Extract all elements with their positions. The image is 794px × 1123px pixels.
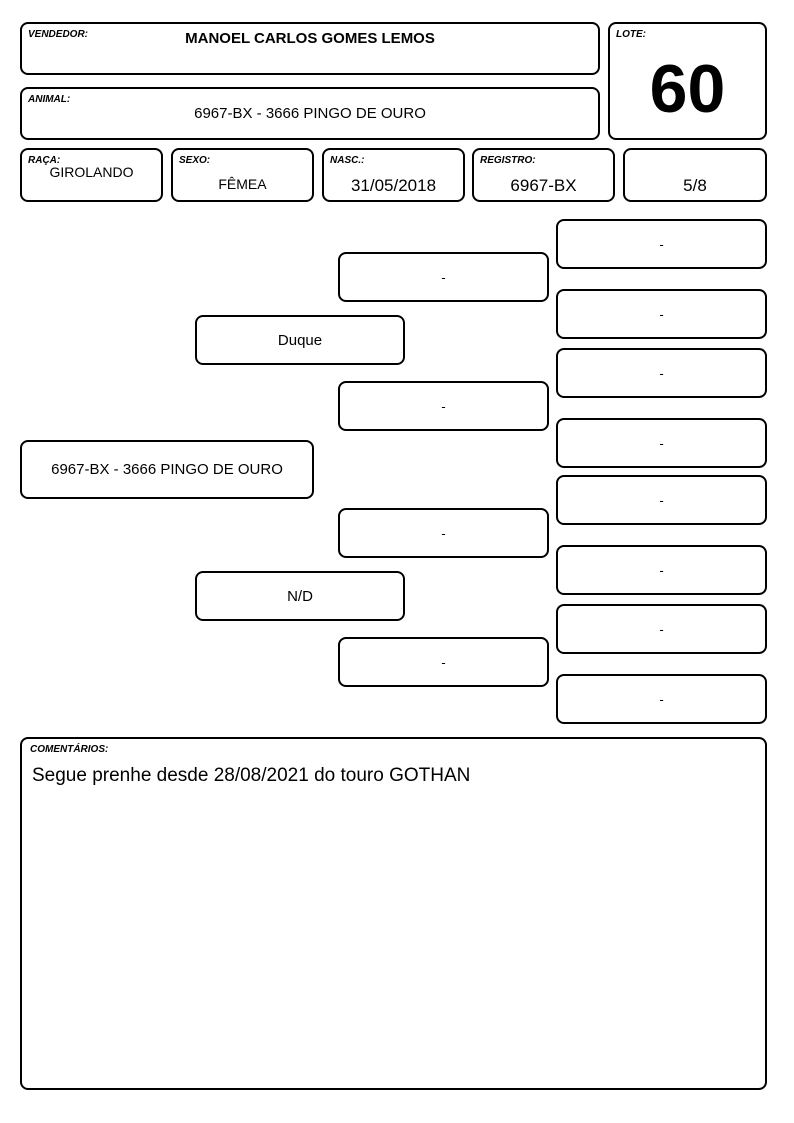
seller-name: MANOEL CARLOS GOMES LEMOS	[185, 30, 435, 47]
pedigree-great-grandparent-5: -	[556, 475, 767, 525]
pedigree-animal: 6967-BX - 3666 PINGO DE OURO	[20, 440, 314, 499]
registry-box: REGISTRO: 6967-BX	[472, 148, 615, 202]
sex-box: SEXO: FÊMEA	[171, 148, 314, 202]
pedigree-great-grandparent-8: -	[556, 674, 767, 724]
lot-number: 60	[649, 51, 726, 127]
pedigree-great-grandparent-2: -	[556, 289, 767, 339]
comments-text: Segue prenhe desde 28/08/2021 do touro G…	[32, 765, 471, 786]
birth-value: 31/05/2018	[350, 176, 437, 195]
breed-value: GIROLANDO	[49, 164, 134, 180]
lot-box: LOTE: 60	[608, 22, 767, 140]
birth-label: NASC.:	[330, 155, 365, 166]
seller-box: VENDEDOR: MANOEL CARLOS GOMES LEMOS	[20, 22, 600, 75]
registry-label: REGISTRO:	[480, 155, 536, 166]
breed-box: RAÇA: GIROLANDO	[20, 148, 163, 202]
animal-name: 6967-BX - 3666 PINGO DE OURO	[194, 105, 426, 122]
breed-label: RAÇA:	[28, 155, 61, 166]
pedigree-great-grandparent-3: -	[556, 348, 767, 398]
pedigree-great-grandparent-6: -	[556, 545, 767, 595]
comments-box: COMENTÁRIOS: Segue prenhe desde 28/08/20…	[20, 737, 767, 1090]
pedigree-dam: N/D	[195, 571, 405, 621]
pedigree-maternal-grandsire: -	[338, 508, 549, 558]
pedigree-paternal-granddam: -	[338, 381, 549, 431]
birth-box: NASC.: 31/05/2018	[322, 148, 465, 202]
lot-label: LOTE:	[616, 29, 646, 40]
pedigree-great-grandparent-7: -	[556, 604, 767, 654]
seller-label: VENDEDOR:	[28, 29, 89, 40]
comments-label: COMENTÁRIOS:	[30, 744, 109, 755]
pedigree-paternal-grandsire: -	[338, 252, 549, 302]
pedigree-great-grandparent-1: -	[556, 219, 767, 269]
pedigree-sire: Duque	[195, 315, 405, 365]
grade-value: 5/8	[683, 176, 707, 195]
animal-box: ANIMAL: 6967-BX - 3666 PINGO DE OURO	[20, 87, 600, 140]
registry-value: 6967-BX	[510, 176, 577, 195]
sex-label: SEXO:	[179, 155, 211, 166]
sex-value: FÊMEA	[218, 176, 267, 192]
grade-box: 5/8	[623, 148, 767, 202]
pedigree-great-grandparent-4: -	[556, 418, 767, 468]
pedigree-maternal-granddam: -	[338, 637, 549, 687]
animal-label: ANIMAL:	[28, 94, 71, 105]
